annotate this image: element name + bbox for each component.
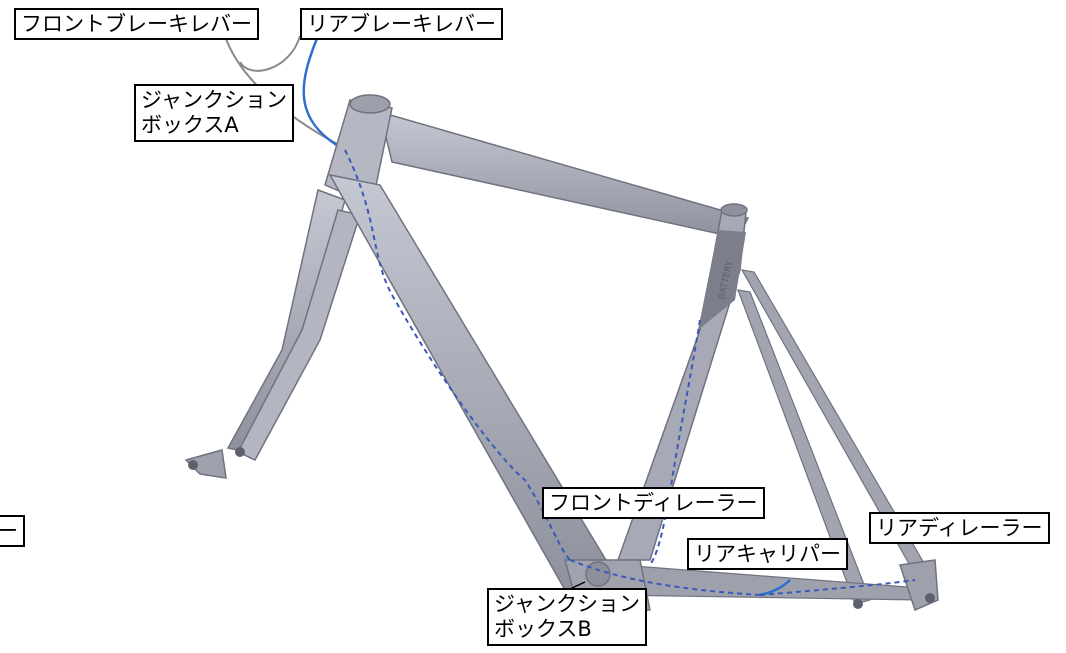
label-rear-caliper: リアキャリパー (687, 538, 848, 570)
label-junction-box-a: ジャンクション ボックスA (134, 84, 294, 142)
label-rear-brake-lever: リアブレーキレバー (300, 8, 503, 40)
top-tube (378, 110, 750, 239)
internal-cable-route-chainstay (569, 559, 761, 596)
seat-tube-battery-band (698, 230, 746, 330)
label-junction-box-b-line2: ボックスB (494, 617, 592, 641)
gray-cable (239, 35, 301, 72)
label-junction-box-b: ジャンクション ボックスB (487, 588, 647, 646)
label-junction-box-b-line1: ジャンクション (494, 592, 640, 616)
label-rear-derailleur: リアディレーラー (869, 512, 1050, 544)
label-front-derailleur: フロントディレーラー (542, 487, 765, 519)
frame (324, 94, 939, 616)
seat-stay-left (737, 289, 871, 605)
label-junction-box-a-line1: ジャンクション (141, 88, 287, 112)
label-front-brake-lever: フロントブレーキレバー (14, 8, 259, 40)
label-cropped-left: ー (0, 515, 25, 547)
junction-b-leader (571, 581, 586, 589)
rear-dropout (899, 559, 939, 612)
rear-brake-cable-top (302, 35, 346, 152)
label-junction-box-a-line2: ボックスA (141, 113, 239, 137)
internal-cable-route-seat-tube (649, 319, 701, 566)
down-tube (328, 173, 617, 591)
rear-derailleur-cable (759, 579, 916, 596)
fork (184, 188, 361, 479)
internal-cable-route-down-tube (344, 149, 571, 561)
